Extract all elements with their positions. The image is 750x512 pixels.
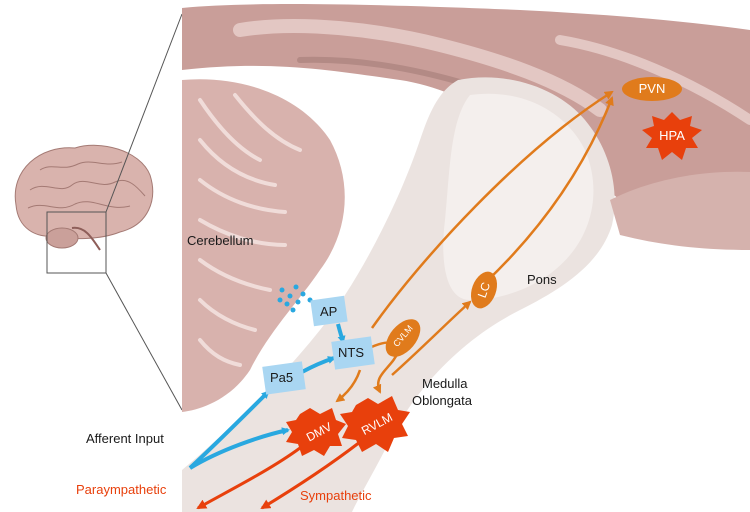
pons-label: Pons [527,272,557,287]
ap-label: AP [320,304,337,319]
hpa-label: HPA [652,128,692,143]
cerebellum-label: Cerebellum [187,233,253,248]
brain-inset [15,145,152,250]
pvn-label: PVN [630,81,674,96]
sympathetic-label: Sympathetic [300,488,372,503]
oblongata-label: Oblongata [412,393,472,408]
nts-label: NTS [338,345,364,360]
medulla-label: Medulla [422,376,468,391]
afferent-input-label: Afferent Input [86,431,164,446]
pa5-label: Pa5 [270,370,293,385]
parasympathetic-label: Paraympathetic [76,482,166,497]
